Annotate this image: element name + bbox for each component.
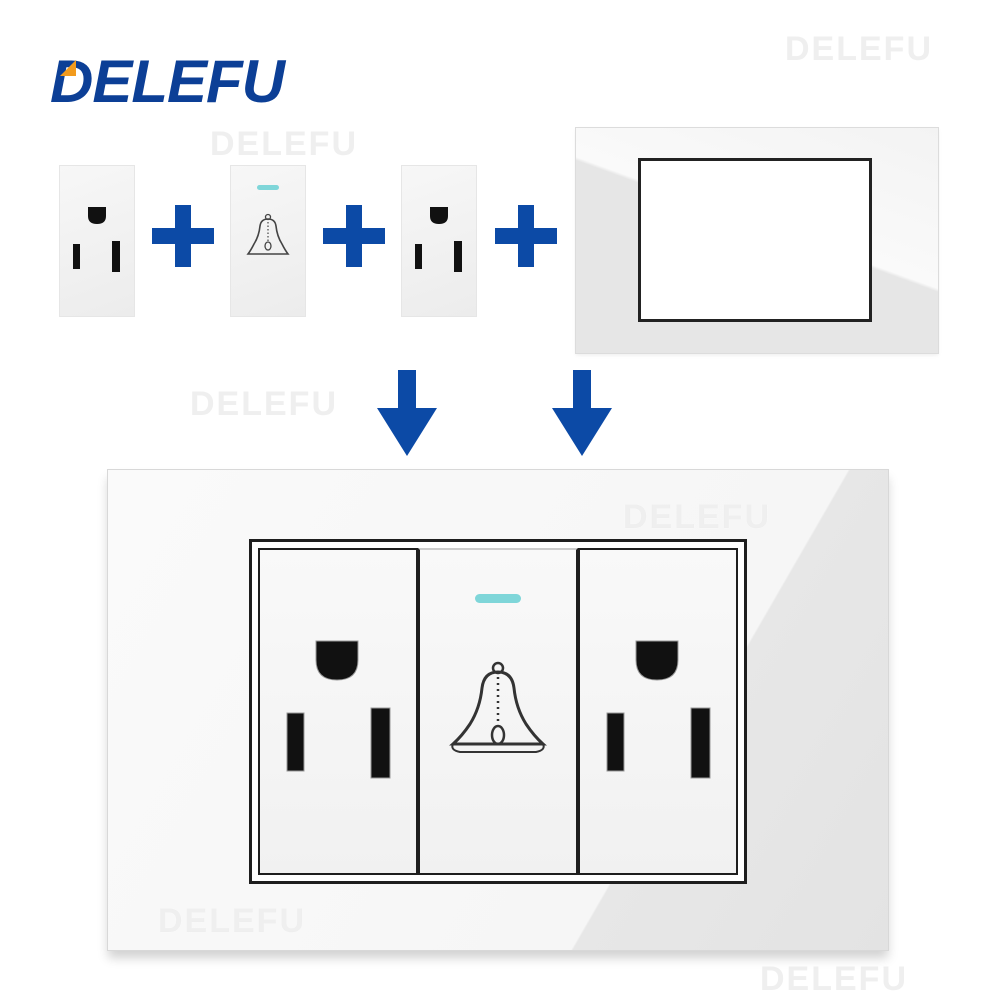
outlet-icon [73, 207, 120, 272]
glass-frame [576, 128, 938, 353]
plus-icon [152, 205, 214, 267]
arrow-down-icon [377, 370, 437, 456]
arrow-down-icon [552, 370, 612, 456]
outlet-icon [286, 640, 391, 779]
watermark: DELEFU [210, 125, 358, 163]
plate-window [249, 539, 747, 884]
outlet-module [60, 166, 134, 316]
indicator-light [257, 185, 279, 190]
watermark: DELEFU [190, 385, 338, 423]
frame-window [638, 158, 872, 322]
outlet-module [578, 548, 738, 875]
bell-icon [246, 185, 290, 255]
logo-text: DELEFU [50, 48, 285, 115]
outlet-icon [606, 640, 711, 779]
watermark: DELEFU [785, 30, 933, 68]
logo-accent-icon [60, 60, 76, 76]
doorbell-module [231, 166, 305, 316]
outlet-module [258, 548, 418, 875]
doorbell-module[interactable] [418, 548, 578, 875]
brand-logo: DELEFU [50, 52, 315, 114]
watermark: DELEFU [158, 902, 306, 940]
plus-icon [495, 205, 557, 267]
assembled-socket-plate: DELEFU DELEFU [108, 470, 888, 950]
watermark: DELEFU [623, 498, 771, 536]
plus-icon [323, 205, 385, 267]
watermark: DELEFU [760, 960, 908, 998]
indicator-light [475, 594, 521, 603]
bell-icon [449, 594, 547, 753]
outlet-icon [415, 207, 462, 272]
outlet-module [402, 166, 476, 316]
